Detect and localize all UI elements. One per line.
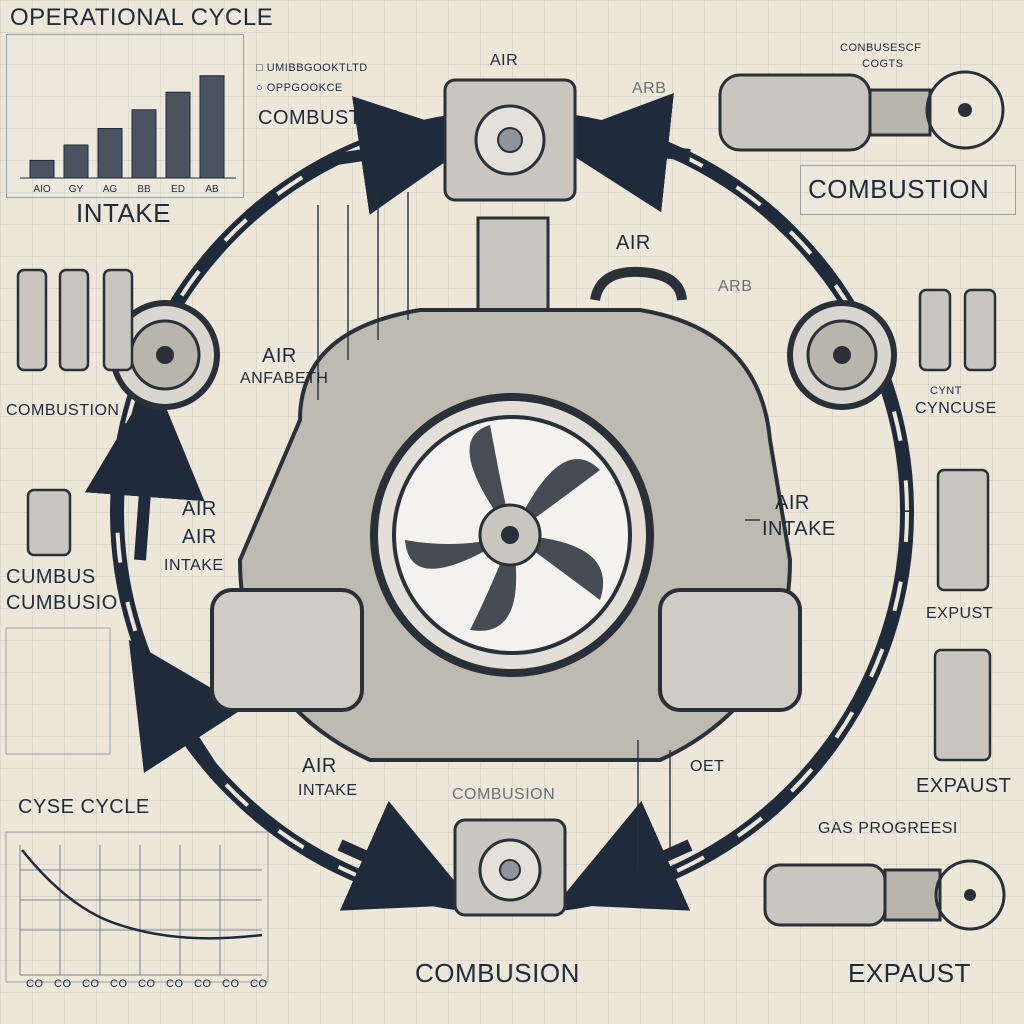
leader-lines xyxy=(317,192,760,870)
bar-tick-5: ED xyxy=(171,184,185,195)
label-top-right-small-2: COGTS xyxy=(862,58,904,70)
label-air-center: AIR xyxy=(616,232,651,254)
label-air-bottom: AIR xyxy=(302,755,337,777)
arrow-bottom-left xyxy=(337,800,474,911)
arrow-left-lower xyxy=(128,639,245,784)
label-combustion-bottom: COMBUSION xyxy=(415,958,580,988)
bottom-right-turbine xyxy=(763,859,1006,931)
label-air-left-sub: ANFABETH xyxy=(240,370,329,387)
line-chart-tick-9: CO xyxy=(250,978,268,990)
arrow-top-left xyxy=(329,96,480,215)
label-arb-top: ARB xyxy=(632,80,667,97)
line-chart-tick-6: CO xyxy=(166,978,184,990)
label-gas-progress: GAS PROGREESI xyxy=(818,820,958,837)
page-title: OPERATIONAL CYCLE xyxy=(10,4,274,31)
line-chart-tick-1: CO xyxy=(26,978,44,990)
label-air-top: AIR xyxy=(490,52,519,69)
label-cynt-right: CYNT xyxy=(930,385,962,397)
left-fan xyxy=(110,300,220,410)
label-cyncuse-right: CYNCUSE xyxy=(915,400,997,417)
line-chart-panel xyxy=(5,831,269,983)
top-compressor xyxy=(443,78,577,202)
line-chart-tick-2: CO xyxy=(54,978,72,990)
label-intake-right: INTAKE xyxy=(762,518,836,540)
arrow-top-right xyxy=(548,92,691,213)
label-expust: EXPUST xyxy=(926,605,994,622)
label-expaust-right: EXPAUST xyxy=(916,775,1012,797)
line-chart-tick-7: CO xyxy=(194,978,212,990)
bar-4 xyxy=(131,109,157,179)
label-air-mid-1: AIR xyxy=(182,498,217,520)
label-combustion-top-right: COMBUSTION xyxy=(808,174,990,204)
right-cylinders xyxy=(918,288,997,762)
label-cyse-cycle: CYSE CYCLE xyxy=(18,796,150,818)
label-intake-bottom: INTAKE xyxy=(298,782,358,799)
cycle-ring-dash xyxy=(115,115,909,909)
bar-tick-6: AB xyxy=(205,184,219,195)
label-expaust-bottom: EXPAUST xyxy=(848,958,971,988)
label-air-left: AIR xyxy=(262,345,297,367)
label-air-mid-2: AIR xyxy=(182,526,217,548)
top-right-turbine xyxy=(718,70,1005,152)
line-chart-grid xyxy=(19,845,262,976)
label-arb-center: ARB xyxy=(718,278,753,295)
legend-item-2: ○ OPPGOOKCE xyxy=(256,82,343,94)
label-combustion-top-left: COMBUSTION xyxy=(258,107,399,129)
bottom-pump xyxy=(453,818,567,917)
line-chart-tick-8: CO xyxy=(222,978,240,990)
bar-tick-3: AG xyxy=(103,184,118,195)
right-fan xyxy=(787,300,897,410)
label-combustion-left: COMBUSTION xyxy=(6,402,120,419)
arrow-left-up xyxy=(84,377,205,561)
line-chart-tick-5: CO xyxy=(138,978,156,990)
label-oet: OET xyxy=(690,758,725,775)
bar-2 xyxy=(63,144,89,179)
label-cumbus-2: CUMBUSIO xyxy=(6,592,118,614)
legend-label-1: UMIBBGOOKTLTD xyxy=(266,62,368,74)
label-top-right-small-1: CONBUSESCF xyxy=(840,42,922,54)
arrow-bottom-right xyxy=(556,800,693,911)
label-cumbus-1: CUMBUS xyxy=(6,566,96,588)
bar-tick-1: AIO xyxy=(33,184,50,195)
label-intake-left: INTAKE xyxy=(76,198,171,228)
line-chart-tick-3: CO xyxy=(82,978,100,990)
line-chart-curve xyxy=(21,849,263,940)
combustion-top-right-box xyxy=(800,165,1016,215)
bar-3 xyxy=(97,128,123,179)
bar-tick-2: GY xyxy=(69,184,84,195)
label-air-right: AIR xyxy=(775,492,810,514)
legend-item-1: □ UMIBBGOOKTLTD xyxy=(256,62,368,74)
central-engine xyxy=(210,216,802,762)
line-chart-tick-4: CO xyxy=(110,978,128,990)
bar-tick-4: BB xyxy=(137,184,151,195)
legend-label-2: OPPGOOKCE xyxy=(266,82,343,94)
label-combustion-faint: COMBUSION xyxy=(452,786,556,803)
sketch-box xyxy=(5,627,111,755)
label-intake-mid: INTAKE xyxy=(164,557,224,574)
left-cylinders xyxy=(16,268,134,557)
bar-5 xyxy=(165,91,191,179)
